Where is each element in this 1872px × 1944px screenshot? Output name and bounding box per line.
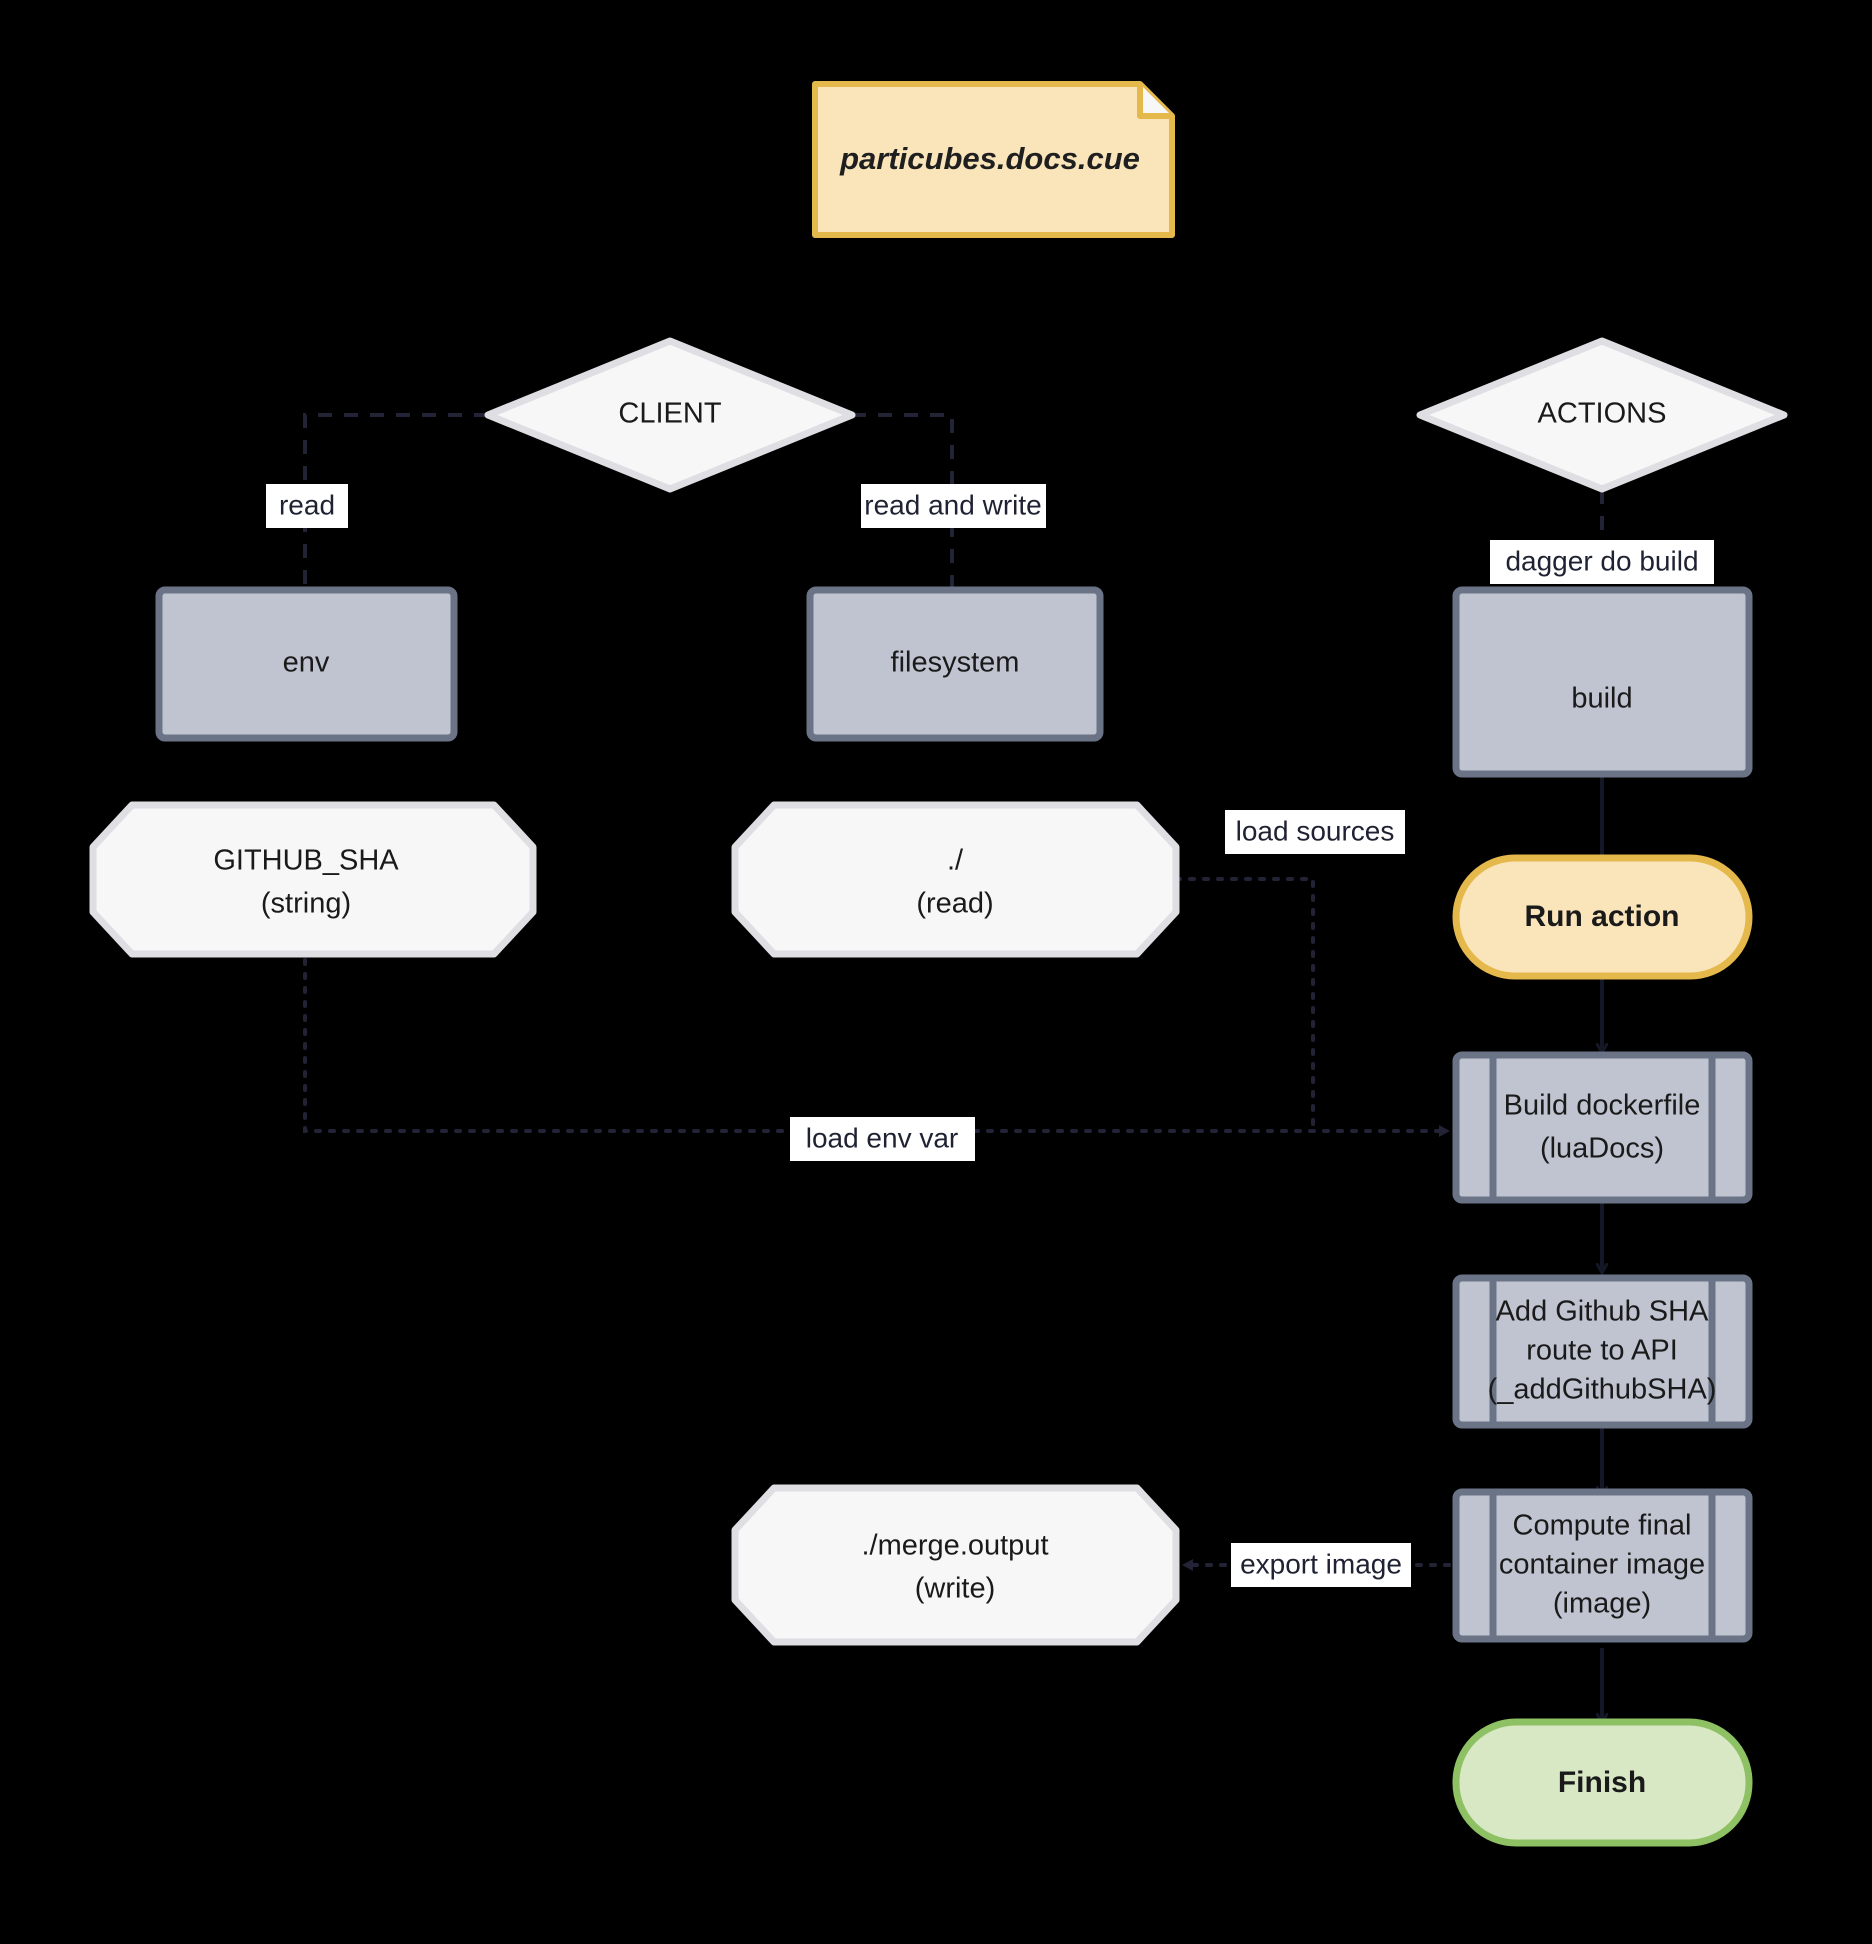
node-process-filesystem[interactable]: filesystem (806, 586, 1104, 742)
node-process-env[interactable]: env (155, 586, 458, 742)
subroutine-build-dockerfile-line1: Build dockerfile (1504, 1090, 1701, 1122)
node-note-particubes-docs-cue[interactable]: particubes.docs.cue (812, 81, 1175, 238)
process-env-label: env (283, 647, 330, 679)
edge-label-dagger-do-build-text: dagger do build (1505, 545, 1698, 576)
edge-label-read: read (266, 484, 348, 528)
edge-github-sha-to-build-dockerfile (303, 958, 1451, 1137)
decision-client-label: CLIENT (618, 398, 721, 430)
decision-actions-label: ACTIONS (1538, 398, 1667, 430)
edge-label-load-env-var: load env var (790, 1117, 975, 1161)
node-run-action[interactable]: Run action (1452, 854, 1753, 980)
edge-label-read-and-write: read and write (861, 484, 1046, 528)
subroutine-build-dockerfile-line2: (luaDocs) (1540, 1133, 1664, 1165)
edge-label-load-env-var-text: load env var (806, 1122, 959, 1153)
node-subroutine-add-github-sha[interactable]: Add Github SHA route to API (_addGithubS… (1452, 1274, 1753, 1429)
node-decision-actions[interactable]: ACTIONS (1416, 337, 1788, 493)
node-decision-client[interactable]: CLIENT (484, 337, 856, 493)
run-action-label: Run action (1525, 900, 1680, 933)
subroutine-add-github-sha-line3: (_addGithubSHA) (1488, 1374, 1717, 1406)
edge-label-load-sources-text: load sources (1236, 815, 1395, 846)
edge-client-to-env (303, 413, 488, 590)
io-merge-output-line1: ./merge.output (862, 1530, 1049, 1562)
note-label: particubes.docs.cue (839, 141, 1140, 176)
node-finish[interactable]: Finish (1452, 1718, 1753, 1847)
edge-label-load-sources: load sources (1225, 810, 1405, 854)
edge-label-export-image-text: export image (1240, 1548, 1402, 1579)
subroutine-compute-image-line1: Compute final (1513, 1510, 1692, 1542)
edge-label-read-text: read (279, 489, 335, 520)
io-github-sha-line2: (string) (261, 888, 351, 920)
edge-label-dagger-do-build: dagger do build (1490, 540, 1714, 584)
io-github-sha-line1: GITHUB_SHA (213, 845, 399, 877)
subroutine-add-github-sha-line2: route to API (1526, 1335, 1678, 1367)
node-process-build[interactable]: build (1452, 586, 1753, 778)
node-io-github-sha[interactable]: GITHUB_SHA (string) (89, 801, 537, 958)
node-subroutine-compute-image[interactable]: Compute final container image (image) (1452, 1488, 1753, 1643)
subroutine-add-github-sha-line1: Add Github SHA (1496, 1296, 1709, 1328)
io-dot-slash-line1: ./ (947, 845, 964, 877)
process-build-label: build (1571, 683, 1632, 715)
edge-label-read-and-write-text: read and write (864, 489, 1041, 520)
finish-label: Finish (1558, 1766, 1646, 1799)
edge-client-to-filesystem (852, 413, 954, 590)
node-subroutine-build-dockerfile[interactable]: Build dockerfile (luaDocs) (1452, 1051, 1753, 1204)
subroutine-compute-image-line2: container image (1499, 1549, 1705, 1581)
io-merge-output-line2: (write) (915, 1573, 996, 1605)
io-dot-slash-line2: (read) (916, 888, 993, 920)
node-io-dot-slash[interactable]: ./ (read) (731, 801, 1180, 958)
process-filesystem-label: filesystem (891, 647, 1020, 679)
subroutine-compute-image-line3: (image) (1553, 1588, 1651, 1620)
node-io-merge-output[interactable]: ./merge.output (write) (731, 1484, 1180, 1646)
edge-dot-slash-to-build-dockerfile (1174, 877, 1315, 1133)
edge-label-export-image: export image (1231, 1543, 1411, 1587)
